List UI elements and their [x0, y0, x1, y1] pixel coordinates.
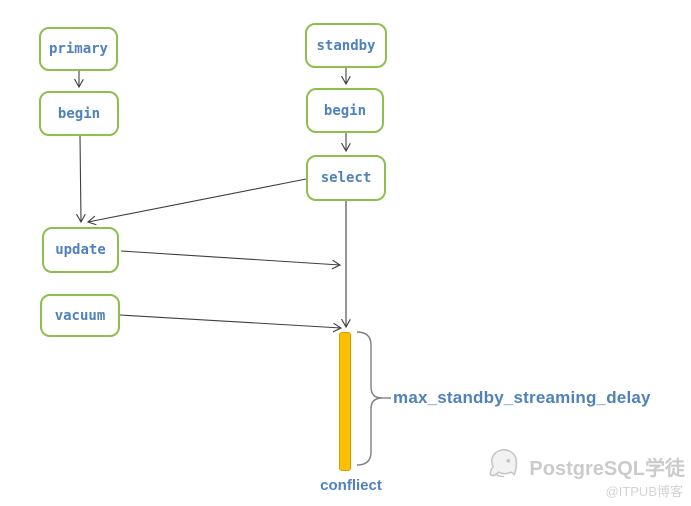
- node-vacuum: vacuum: [40, 294, 120, 337]
- conflict-label: confliect: [320, 477, 382, 494]
- node-update: update: [42, 227, 119, 273]
- delay-brace: [356, 331, 391, 466]
- node-select: select: [306, 155, 386, 201]
- node-primary: primary: [39, 27, 118, 71]
- conflict-duration-bar: [339, 332, 351, 471]
- node-begin-right: begin: [306, 88, 384, 133]
- watermark: PostgreSQL学徒 @ITPUB博客: [485, 449, 685, 500]
- watermark-subtitle: @ITPUB博客: [605, 484, 683, 499]
- max-standby-streaming-delay-label: max_standby_streaming_delay: [393, 388, 651, 407]
- node-standby: standby: [305, 23, 387, 68]
- postgresql-elephant-logo-icon: [489, 449, 518, 478]
- watermark-title: PostgreSQL学徒: [529, 457, 685, 480]
- node-begin-left: begin: [39, 91, 119, 136]
